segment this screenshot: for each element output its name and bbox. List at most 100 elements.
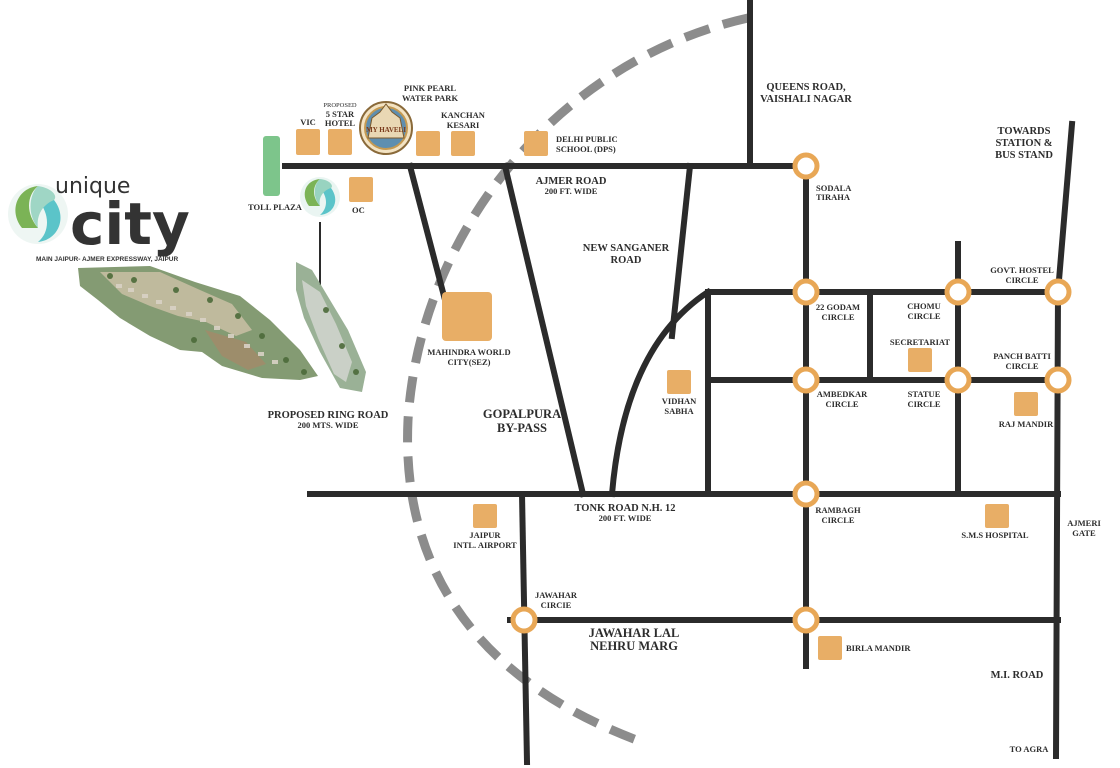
label-jln-2: NEHRU MARG (590, 639, 678, 653)
label-jawahar-2: CIRCIE (541, 600, 572, 610)
label-sms-hospital: S.M.S HOSPITAL (961, 530, 1028, 540)
label-toll-plaza: TOLL PLAZA (248, 202, 303, 212)
my-haveli-label: MY HAVELI (366, 126, 406, 134)
label-ajmer-road: AJMER ROAD (536, 176, 607, 187)
label-chomu-1: CHOMU (907, 301, 941, 311)
circle-panch-batti (1044, 366, 1072, 394)
brand-word-big: city (70, 190, 190, 258)
label-queens-1: QUEENS ROAD, (766, 82, 846, 93)
label-five-star-2: HOTEL (325, 118, 356, 128)
label-panch-2: CIRCLE (1005, 361, 1038, 371)
label-govt-1: GOVT. HOSTEL (990, 265, 1054, 275)
label-dps-1: DELHI PUBLIC (556, 134, 618, 144)
label-new-sanganer-2: ROAD (611, 255, 642, 266)
label-godam-1: 22 GODAM (816, 302, 860, 312)
label-statue-1: STATUE (908, 389, 941, 399)
label-panch-1: PANCH BATTI (993, 351, 1051, 361)
label-gopalpura-1: GOPALPURA (483, 407, 561, 421)
label-chomu-2: CIRCLE (907, 311, 940, 321)
circle-sodala-tiraha (792, 152, 820, 180)
road-new-sanganer (668, 162, 694, 340)
label-ajmeri-2: GATE (1072, 528, 1096, 538)
marker-mahindra-world-city (442, 292, 492, 341)
label-ring-road: PROPOSED RING ROAD (268, 410, 389, 421)
label-to-agra: TO AGRA (1010, 744, 1050, 754)
circle-chomu (944, 278, 972, 306)
label-airport-1: JAIPUR (469, 530, 501, 540)
unique-city-logo: unique city MAIN JAIPUR- AJMER EXPRESSWA… (8, 174, 190, 263)
label-vidhan-1: VIDHAN (662, 396, 697, 406)
brand-tagline: MAIN JAIPUR- AJMER EXPRESSWAY, JAIPUR (36, 256, 178, 263)
marker-airport (473, 504, 497, 528)
label-tonk-width: 200 FT. WIDE (599, 513, 652, 523)
label-ajmer-width: 200 FT. WIDE (545, 186, 598, 196)
label-jawahar-1: JAWAHAR (535, 590, 578, 600)
label-ambedkar-2: CIRCLE (825, 399, 858, 409)
proposed-ring-road (403, 13, 749, 747)
label-towards-3: BUS STAND (995, 150, 1053, 161)
label-pink-pearl-2: WATER PARK (402, 93, 459, 103)
label-raj-mandir: RAJ MANDIR (999, 419, 1054, 429)
road-mi-road-vertical (1052, 288, 1062, 760)
marker-vic (296, 129, 320, 155)
marker-oc (349, 177, 373, 202)
label-govt-2: CIRCLE (1005, 275, 1038, 285)
label-godam-2: CIRCLE (821, 312, 854, 322)
label-rambagh-2: CIRCLE (821, 515, 854, 525)
label-gopalpura-2: BY-PASS (497, 421, 547, 435)
label-towards-2: STATION & (995, 138, 1052, 149)
marker-pink-pearl (416, 131, 440, 156)
unique-city-mini-logo (300, 177, 340, 285)
label-queens-2: VAISHALI NAGAR (760, 94, 852, 105)
label-ajmeri-1: AJMERI (1067, 518, 1101, 528)
label-birla-mandir: BIRLA MANDIR (846, 643, 911, 653)
marker-vidhan-sabha (667, 370, 691, 394)
marker-toll-plaza (263, 136, 280, 196)
marker-birla-mandir (818, 636, 842, 660)
label-jln-1: JAWAHAR LAL (589, 626, 680, 640)
circle-ambedkar (792, 366, 820, 394)
brand-word-small: unique (55, 174, 130, 199)
circle-rambagh (792, 480, 820, 508)
site-aerial-view (78, 262, 366, 392)
marker-sms-hospital (985, 504, 1009, 528)
circle-jawahar (510, 606, 538, 634)
circle-statue (944, 366, 972, 394)
marker-secretariat (908, 348, 932, 372)
label-mahindra-1: MAHINDRA WORLD (427, 347, 510, 357)
road-ajmer-branch (406, 162, 449, 304)
my-haveli-badge: MY HAVELI (359, 101, 413, 155)
label-airport-2: INTL. AIRPORT (453, 540, 517, 550)
label-pink-pearl-1: PINK PEARL (404, 83, 457, 93)
label-mahindra-2: CITY(SEZ) (448, 357, 491, 367)
label-statue-2: CIRCLE (907, 399, 940, 409)
marker-kanchan-kesari (451, 131, 475, 156)
circle-birla (792, 606, 820, 634)
landmark-markers (263, 129, 1038, 660)
label-mi-road: M.I. ROAD (991, 670, 1044, 681)
marker-five-star-hotel (328, 129, 352, 155)
label-secretariat: SECRETARIAT (890, 337, 950, 347)
label-new-sanganer-1: NEW SANGANER (583, 243, 670, 254)
road-tonk-curve (608, 287, 713, 498)
circle-govt-hostel (1044, 278, 1072, 306)
label-dps-2: SCHOOL (DPS) (556, 144, 616, 154)
marker-dps (524, 131, 548, 156)
label-oc: OC (352, 205, 365, 215)
road-station (1054, 120, 1076, 296)
label-kanchan-2: KESARI (447, 120, 480, 130)
label-sodala-1: SODALA (816, 183, 852, 193)
label-ambedkar-1: AMBEDKAR (817, 389, 868, 399)
label-vidhan-2: SABHA (664, 406, 694, 416)
label-kanchan-1: KANCHAN (441, 110, 486, 120)
label-vic: VIC (300, 117, 316, 127)
label-towards-1: TOWARDS (998, 126, 1051, 137)
road-gopalpura-bypass (501, 162, 587, 498)
circle-22-godam (792, 278, 820, 306)
label-tonk-road: TONK ROAD N.H. 12 (574, 503, 675, 514)
label-rambagh-1: RAMBAGH (815, 505, 861, 515)
label-proposed: PROPOSED (323, 102, 357, 109)
label-sodala-2: TIRAHA (816, 192, 851, 202)
marker-raj-mandir (1014, 392, 1038, 416)
